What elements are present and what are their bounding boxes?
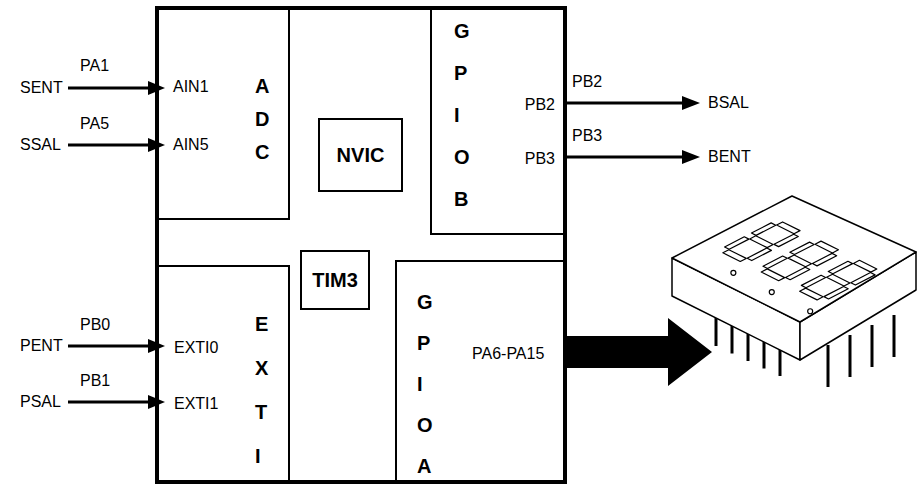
signal-label: PB2 [572,72,602,92]
signal-label: PA5 [80,114,109,134]
signal-arrow [68,401,150,404]
signal-arrow [68,345,150,348]
display-segment [790,242,814,254]
adc-block: AIN1AIN5 ADC [157,8,290,220]
pin-name: PB2 [525,95,555,115]
signal-arrow [68,87,150,90]
signal-label: PENT [20,336,63,356]
signal-label: BSAL [708,93,749,113]
exti-block: EXTI0EXTI1 EXTI [157,265,290,484]
block-title-wrap: TIM3 [302,252,368,308]
gpiob-block: GPIOB PB2PB3 [430,8,565,235]
gpioa-block: GPIOA PA6-PA15 [395,260,565,484]
decimal-point [808,309,813,314]
display-segment [824,286,848,298]
block-name-vertical: EXTI [255,302,265,478]
display-segment [747,248,771,260]
pin-name: EXTI0 [174,338,218,358]
display-pin [827,345,830,387]
block-name-vertical: ADC [255,70,265,169]
display-segment [750,236,773,248]
block-name-vertical: GPIOA [417,282,427,484]
block-title-wrap: NVIC [320,120,401,190]
display-segment [800,288,823,300]
decimal-point [731,270,736,275]
pin-name: AIN1 [173,77,209,97]
decimal-point [769,290,774,295]
signal-label: BENT [708,147,751,167]
display-segment [828,261,852,273]
block-title: NVIC [337,144,385,167]
display-pin [871,325,874,367]
display-segment [723,250,746,262]
pin-name: EXTI1 [174,394,218,414]
display-top [672,196,916,322]
pin-name: PA6-PA15 [472,344,544,364]
bus-arrow [565,318,712,386]
pin-name: AIN5 [173,135,209,155]
seven-segment-display [672,196,916,387]
nvic-block: NVIC [318,118,403,192]
display-segment [786,267,810,279]
signal-label: PB0 [80,315,110,335]
display-segment [853,260,876,272]
display-segment [788,255,811,267]
pin-name: PB3 [525,149,555,169]
display-segment [777,222,800,234]
signal-arrow [567,156,684,159]
display-pin [849,335,852,377]
display-segment [751,223,775,235]
signal-label: SSAL [20,135,61,155]
display-pin [893,315,896,357]
display-segment [761,269,784,281]
display-segment [763,256,787,268]
timer-block: TIM3 [300,250,370,310]
display-segment [815,241,838,253]
signal-label: PA1 [80,56,109,76]
arrow-head [682,150,700,164]
display-segment [801,275,825,287]
block-name-vertical: GPIOB [454,10,464,220]
signal-label: SENT [20,78,63,98]
arrow-head [682,96,700,110]
signal-label: PSAL [20,392,61,412]
display-segment [774,234,798,246]
signal-label: PB3 [572,126,602,146]
display-segment [851,273,875,285]
mcu-outline [157,8,565,482]
display-segment [812,253,836,265]
display-segment [725,237,749,249]
signal-arrow [567,102,684,105]
signal-arrow [68,144,150,147]
block-title: TIM3 [312,269,358,292]
display-segment [827,274,850,286]
signal-label: PB1 [80,371,110,391]
